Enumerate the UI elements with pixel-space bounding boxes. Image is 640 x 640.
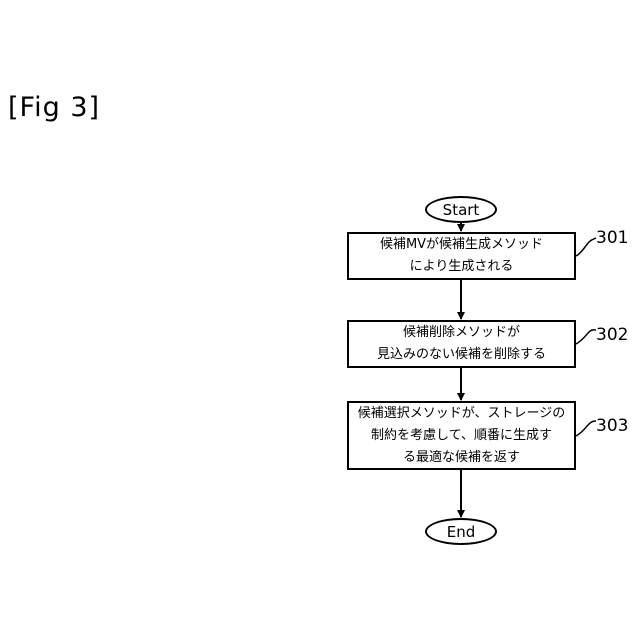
- step-303-line-2: 制約を考慮して、順番に生成す: [371, 425, 552, 447]
- step-box-302: 候補削除メソッドが 見込みのない候補を削除する: [347, 320, 576, 368]
- step-ref-303: 303: [596, 416, 628, 436]
- step-301-line-1: 候補MVが候補生成メソッド: [380, 234, 543, 256]
- step-ref-302: 302: [596, 325, 628, 345]
- end-terminal: End: [425, 518, 497, 545]
- leader-line-303: [576, 421, 596, 436]
- leader-line-302: [576, 330, 596, 344]
- step-box-303: 候補選択メソッドが、ストレージの 制約を考慮して、順番に生成す る最適な候補を返…: [347, 401, 576, 470]
- step-ref-301: 301: [596, 228, 628, 248]
- leader-line-301: [576, 238, 596, 256]
- step-302-line-1: 候補削除メソッドが: [403, 322, 520, 344]
- step-301-line-2: により生成される: [410, 256, 514, 278]
- step-303-line-3: る最適な候補を返す: [403, 447, 520, 469]
- step-302-line-2: 見込みのない候補を削除する: [377, 344, 546, 366]
- end-label: End: [447, 523, 476, 541]
- start-label: Start: [443, 201, 480, 219]
- step-box-301: 候補MVが候補生成メソッド により生成される: [347, 232, 576, 280]
- step-303-line-1: 候補選択メソッドが、ストレージの: [358, 403, 565, 425]
- start-terminal: Start: [425, 196, 497, 223]
